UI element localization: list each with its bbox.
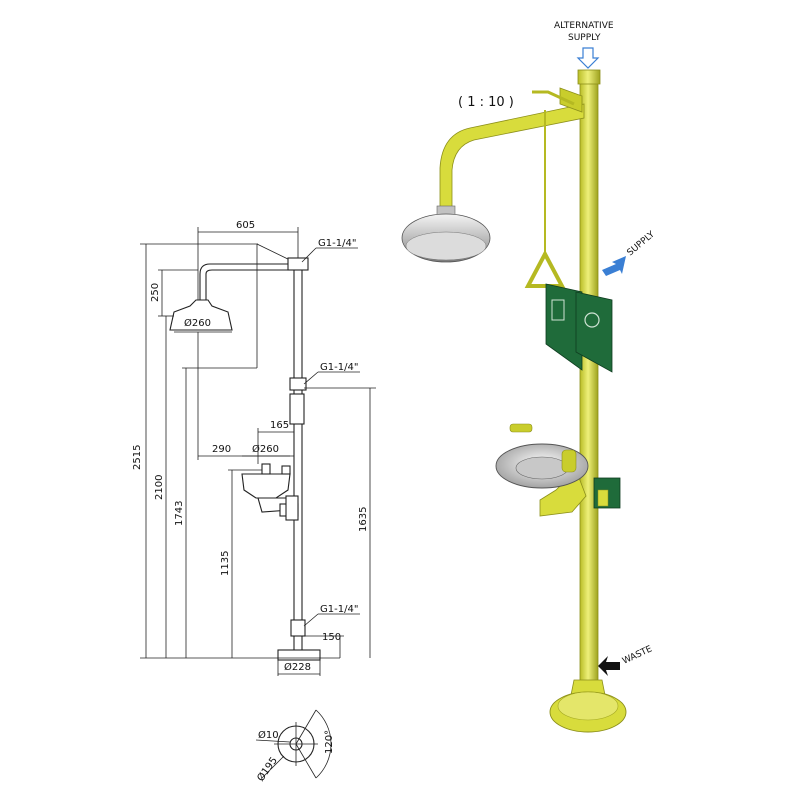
dim-605: 605: [236, 220, 255, 231]
waste-label: WASTE: [621, 644, 654, 666]
dim-250: 250: [150, 283, 161, 302]
drawing-main-pipe: [293, 261, 303, 653]
render-shower-head: [401, 205, 491, 263]
supply-label: SUPPLY: [626, 229, 658, 258]
dim-bolt-angle: 120°: [324, 730, 335, 754]
dim-hole-diameter: Ø10: [258, 729, 279, 741]
render-base: [549, 679, 627, 733]
render-pull-handle: [524, 249, 566, 288]
dim-2515: 2515: [132, 445, 143, 470]
dim-1635: 1635: [358, 507, 369, 532]
supply-arrow-icon: [602, 256, 626, 276]
dim-150: 150: [322, 632, 341, 643]
waste-arrow-icon: [598, 656, 620, 676]
alternative-supply-arrow-icon: [576, 47, 600, 69]
connection-bottom: G1-1/4": [320, 604, 358, 615]
dim-2100: 2100: [154, 475, 165, 500]
dim-bowl-diameter: Ø260: [252, 443, 279, 455]
dim-head-diameter: Ø260: [184, 317, 211, 329]
connection-middle: G1-1/4": [320, 362, 358, 373]
dim-1135: 1135: [220, 551, 231, 576]
render-shower-arm: [439, 103, 585, 213]
technical-drawing: 605 2515 250 Ø260 2100 1743 290 Ø260 165: [132, 220, 376, 784]
alternative-supply-label: ALTERNATIVE: [554, 21, 614, 31]
dim-1743: 1743: [174, 501, 185, 526]
dim-165: 165: [270, 420, 289, 431]
scale-label: ( 1 : 10 ): [458, 95, 514, 110]
base-plan-view: Ø10 Ø195 120°: [255, 709, 335, 784]
render-eyewash: [495, 423, 621, 517]
drawing-base: [277, 649, 321, 661]
drawing-eyewash-bowl: [241, 473, 291, 499]
render-main-pipe: [579, 73, 599, 695]
alternative-supply-label-2: SUPPLY: [568, 33, 601, 43]
dim-base-diameter: Ø228: [284, 661, 311, 673]
shower-render: ( 1 : 10 ) ALTERNATIVE SUPPLY SUPPLY: [401, 21, 658, 733]
connection-top: G1-1/4": [318, 238, 356, 249]
drawing-shower-arm: [199, 263, 295, 301]
dim-bolt-circle: Ø195: [255, 755, 280, 784]
render-safety-signs: [545, 283, 613, 373]
dim-290: 290: [212, 444, 231, 455]
drawing-shower-head: [169, 299, 233, 331]
